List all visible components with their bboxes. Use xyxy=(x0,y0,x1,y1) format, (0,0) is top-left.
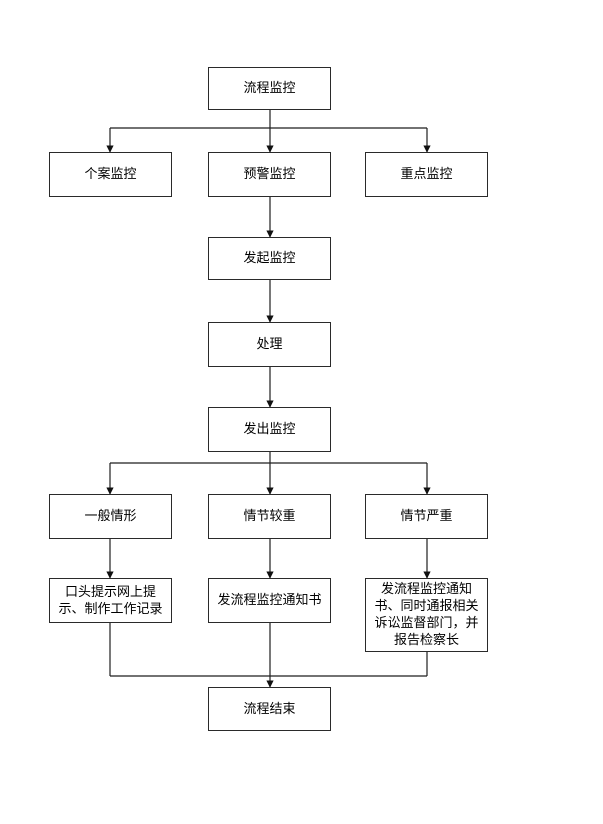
serious-case-label: 情节较重 xyxy=(243,509,296,524)
verbal-prompt-label: 口头提示网上提示、制作工作记录 xyxy=(58,584,163,617)
warning-monitor-label: 预警监控 xyxy=(243,167,296,182)
warning-monitor-node: 预警监控 xyxy=(208,152,331,197)
handle-label: 处理 xyxy=(256,337,283,352)
issue-notice-label: 发流程监控通知书 xyxy=(217,593,322,608)
key-monitor-label: 重点监控 xyxy=(400,167,453,182)
notice-report-label: 发流程监控通知书、同时通报相关诉讼监督部门，并报告检察长 xyxy=(374,582,479,648)
flow-monitor-node: 流程监控 xyxy=(208,67,331,110)
initiate-monitor-label: 发起监控 xyxy=(243,251,296,266)
issue-monitor-node: 发出监控 xyxy=(208,407,331,452)
issue-monitor-label: 发出监控 xyxy=(243,422,296,437)
severe-case-label: 情节严重 xyxy=(400,509,453,524)
verbal-prompt-node: 口头提示网上提示、制作工作记录 xyxy=(49,578,172,623)
issue-notice-node: 发流程监控通知书 xyxy=(208,578,331,623)
general-case-label: 一般情形 xyxy=(84,509,137,524)
flow-end-label: 流程结束 xyxy=(243,701,296,717)
handle-node: 处理 xyxy=(208,322,331,367)
flow-end-node: 流程结束 xyxy=(208,687,331,731)
case-monitor-node: 个案监控 xyxy=(49,152,172,197)
flow-monitor-label: 流程监控 xyxy=(243,81,296,96)
severe-case-node: 情节严重 xyxy=(365,494,488,539)
serious-case-node: 情节较重 xyxy=(208,494,331,539)
key-monitor-node: 重点监控 xyxy=(365,152,488,197)
initiate-monitor-node: 发起监控 xyxy=(208,237,331,280)
case-monitor-label: 个案监控 xyxy=(84,167,137,182)
general-case-node: 一般情形 xyxy=(49,494,172,539)
notice-report-node: 发流程监控通知书、同时通报相关诉讼监督部门，并报告检察长 xyxy=(365,578,488,652)
